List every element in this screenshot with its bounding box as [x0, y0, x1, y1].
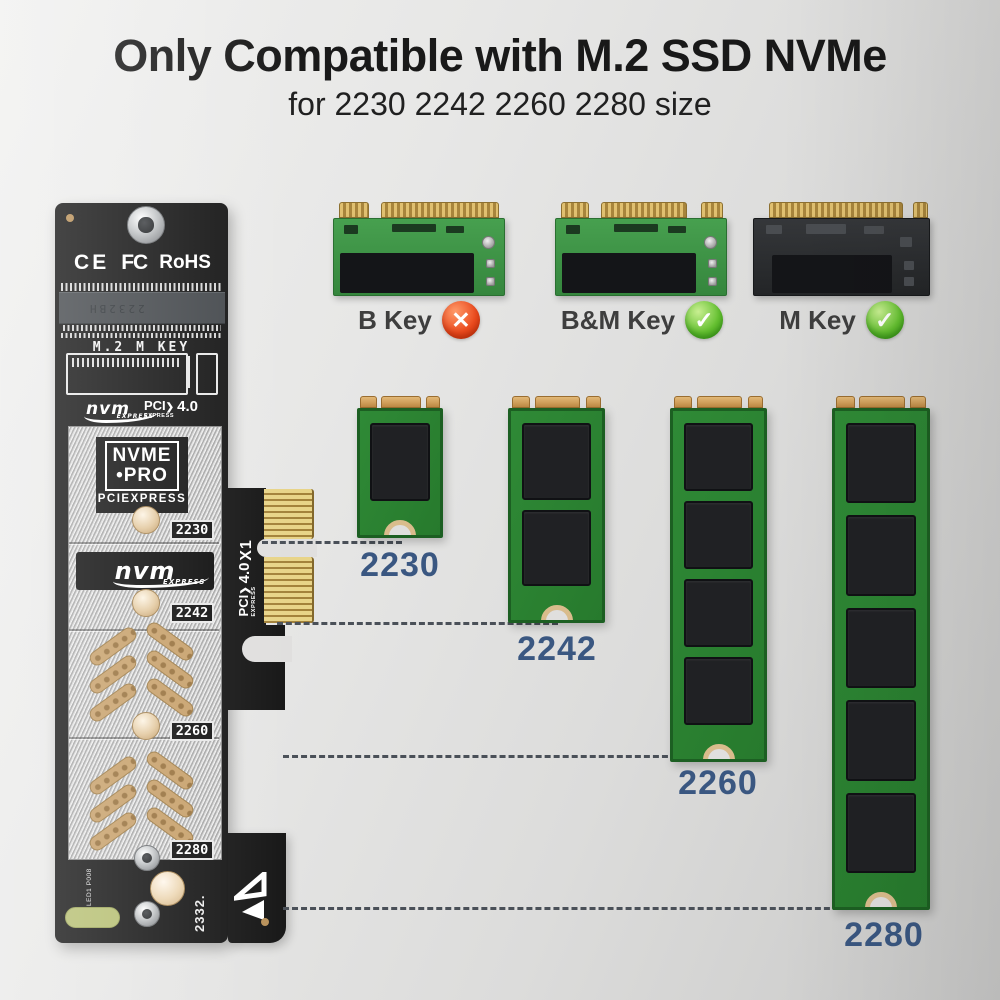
standoff-2230 [132, 506, 160, 534]
pcie-40-logo: PCI❯ EXPRESS 4.0 [143, 397, 198, 419]
page-subtitle: for 2230 2242 2260 2280 size [288, 86, 712, 122]
pcie-gold-fingers-long [264, 557, 314, 623]
ssd-module-2242 [508, 396, 605, 623]
ssd-screw-notch [702, 744, 735, 759]
size-marker-2280: 2280 [170, 840, 214, 860]
b-key-connector-image [333, 202, 505, 296]
nvm-express-logo: nvm EXPRESS [84, 398, 158, 423]
board-code: 2332. [192, 894, 207, 932]
size-guide-line-2260 [283, 755, 695, 758]
ssd-size-label-2242: 2242 [517, 630, 597, 668]
nand-chip [846, 607, 916, 689]
fcc-mark: FC [121, 251, 148, 274]
ssd-screw-notch [540, 605, 573, 620]
b-key-label: B Key [358, 304, 432, 335]
ssd-size-label-2260: 2260 [678, 764, 758, 802]
b-key-label-row: B Key ✕ [333, 300, 505, 340]
size-marker-2242: 2242 [170, 603, 214, 623]
pcie-40-logo-rotated: PCI❯ EXPRESS 4.0 [235, 562, 257, 617]
bm-key-label: B&M Key [560, 304, 676, 335]
led-silkscreen: LED1 P008 [86, 868, 93, 906]
m-key-label: M Key [779, 304, 856, 335]
nvm-express-badge: nvm EXPRESS [76, 552, 214, 590]
socket-print: 2232BH [87, 301, 145, 315]
bm-key-label-row: B&M Key ✓ [549, 300, 735, 340]
nand-chip [522, 423, 591, 500]
rohs-mark: RoHS [159, 252, 211, 273]
nand-chip [846, 792, 916, 874]
mount-screw-hole [134, 901, 160, 927]
socket-label: M.2 M KEY [92, 340, 191, 355]
nand-chip [684, 501, 753, 569]
incompatible-x-icon: ✕ [441, 301, 480, 339]
certification-row: CE FC RoHS [60, 250, 225, 276]
chip-column [684, 423, 753, 725]
size-guide-line-2242 [277, 622, 558, 625]
m2-socket: 2232BH [59, 292, 225, 324]
size-marker-2230: 2230 [170, 520, 214, 540]
nand-chip [684, 423, 753, 491]
standoff-large [150, 871, 185, 906]
chip-column [370, 423, 430, 501]
standoff-2260 [132, 712, 160, 740]
card-bottom-foot [228, 833, 286, 943]
pcb-via-dot [66, 214, 74, 222]
m-key-label-row: M Key ✓ [753, 300, 930, 340]
silkscreen-ticks [72, 358, 182, 367]
nvm-express-logo: nvm EXPRESS [112, 557, 209, 588]
ssd-module-2280 [832, 396, 930, 910]
ce-mark: CE [74, 251, 110, 274]
standoff-2242 [132, 589, 160, 617]
nand-chip [846, 423, 916, 504]
size-marker-2260: 2260 [170, 721, 214, 741]
ssd-module-2260 [670, 396, 767, 762]
nand-chip [522, 509, 591, 586]
compatible-check-icon: ✓ [865, 301, 904, 339]
socket-pin-row-top [61, 283, 223, 291]
ssd-module-2230 [357, 396, 443, 538]
nand-chip [370, 423, 430, 501]
pcb-via-dot [261, 918, 269, 926]
panel-divider [69, 629, 219, 631]
bm-key-connector-image [555, 202, 727, 296]
size-guide-line-2230 [262, 541, 402, 544]
panel-divider [69, 542, 219, 544]
ssd-size-label-2230: 2230 [360, 546, 440, 584]
compatible-check-icon: ✓ [685, 301, 724, 339]
ssd-screw-notch [865, 892, 897, 907]
retention-tab-notch [242, 636, 292, 662]
page-title: Only Compatible with M.2 SSD NVMe [113, 30, 887, 81]
socket-pin-row-bottom1 [63, 325, 221, 331]
nvme-pro-logo: NVME •PRO PCIEXPRESS [96, 437, 188, 513]
ssd-size-label-2280: 2280 [844, 916, 924, 954]
m-key-connector-image [753, 202, 930, 296]
nand-chip [846, 515, 916, 596]
nand-chip [846, 700, 916, 781]
nand-chip [684, 579, 753, 647]
silkscreen-outline-small [196, 353, 218, 395]
nand-chip [684, 657, 753, 725]
chip-column [846, 423, 916, 874]
logo-row: nvm EXPRESS PCI❯ EXPRESS 4.0 [62, 396, 222, 423]
brand-triangle-logo [234, 872, 267, 920]
socket-pin-row-bottom2 [61, 333, 223, 338]
led-component [65, 907, 120, 928]
pcie-gold-fingers-short [264, 489, 314, 539]
size-guide-line-2280 [283, 907, 884, 910]
mount-screw-hole [134, 845, 160, 871]
silkscreen-outline-main [66, 353, 188, 395]
silkscreen-notch-line [188, 356, 190, 388]
slot-size-label: X1 [238, 539, 255, 561]
mount-screw-hole-top [127, 206, 165, 244]
ssd-screw-notch [384, 520, 416, 535]
chip-column [522, 423, 591, 586]
